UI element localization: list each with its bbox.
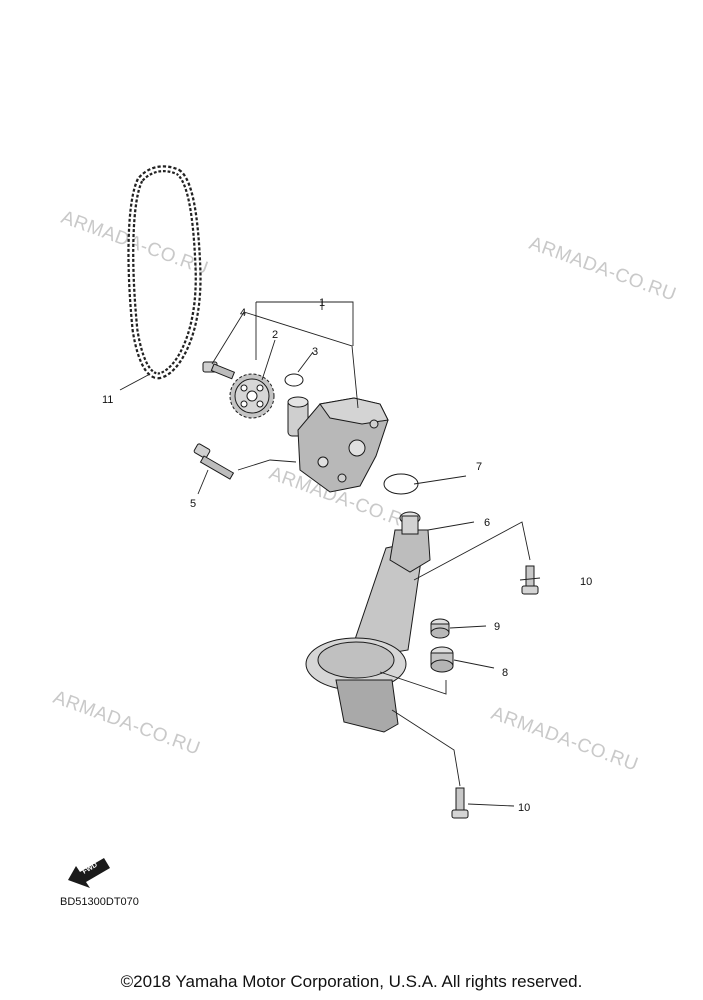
callout-11: 11	[102, 394, 113, 406]
watermark: ARMADA-CO.RU	[50, 687, 203, 760]
callout-10-lower: 10	[518, 802, 530, 814]
leader-lines	[119, 300, 541, 807]
watermark: ARMADA-CO.RU	[58, 207, 211, 280]
callout-9: 9	[494, 621, 500, 633]
chain-part-11	[127, 165, 202, 380]
callout-4: 4	[240, 307, 246, 319]
sprocket-part-2	[229, 373, 275, 419]
fwd-arrow-icon: FWD	[68, 858, 110, 888]
callout-1: 1	[319, 297, 325, 309]
bolt-part-5	[193, 443, 235, 480]
callout-7: 7	[476, 461, 482, 473]
callout-10-upper: 10	[580, 576, 592, 588]
callout-8: 8	[502, 667, 508, 679]
callout-6: 6	[484, 517, 490, 529]
callout-5: 5	[190, 498, 196, 510]
bolt-part-10-upper	[521, 565, 539, 595]
copyright-notice: ©2018 Yamaha Motor Corporation, U.S.A. A…	[120, 972, 583, 991]
o-ring-part-3	[284, 373, 304, 387]
o-ring-part-7	[383, 473, 419, 495]
bolt-part-4	[202, 361, 236, 380]
grommet-part-8	[430, 646, 454, 673]
bolt-part-10-lower	[451, 787, 469, 819]
callout-3: 3	[312, 346, 318, 358]
drawing-code: BD51300DT070	[60, 896, 139, 908]
watermark: ARMADA-CO.RU	[526, 233, 679, 306]
watermark: ARMADA-CO.RU	[488, 703, 641, 776]
callout-2: 2	[272, 329, 278, 341]
bushing-part-9	[430, 618, 450, 639]
callouts: 1 4 2 3 11 5 7 6 10 9 8 10	[102, 297, 592, 814]
oil-pump-part-1	[287, 396, 389, 493]
oil-strainer-part-6	[305, 511, 431, 733]
